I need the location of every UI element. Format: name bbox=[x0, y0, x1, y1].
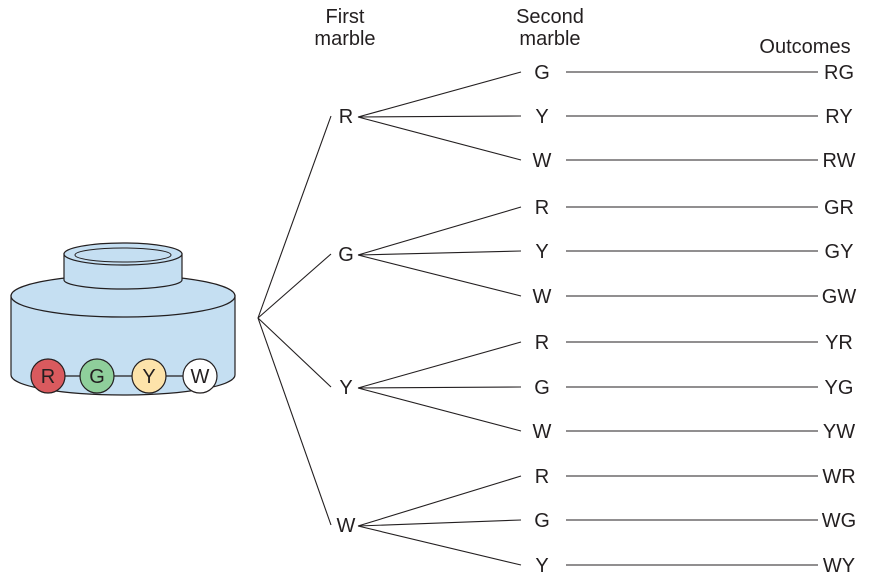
second-marble-header-line1: Second bbox=[516, 6, 584, 28]
outcome-label: GY bbox=[825, 241, 854, 263]
second-marble-header: Second marble bbox=[500, 6, 600, 50]
tree-branches bbox=[257, 71, 818, 566]
marble-label: Y bbox=[142, 366, 155, 388]
outcome-label: RG bbox=[824, 62, 854, 84]
first-marble-label: Y bbox=[339, 377, 352, 399]
branch-g-y bbox=[357, 250, 522, 256]
outcome-label: YW bbox=[823, 421, 855, 443]
marble-r bbox=[30, 358, 66, 394]
branch-w-r bbox=[357, 475, 522, 527]
branch-root-y bbox=[257, 317, 332, 388]
outcome-label: WG bbox=[822, 510, 856, 532]
outcome-label: YR bbox=[825, 332, 853, 354]
marble-w bbox=[182, 358, 218, 394]
first-marble-label: G bbox=[338, 244, 354, 266]
second-marble-label: G bbox=[534, 510, 550, 532]
second-marble-label: R bbox=[535, 466, 549, 488]
second-marble-label: W bbox=[533, 286, 552, 308]
branch-r-g bbox=[357, 71, 522, 118]
outcome-label: GR bbox=[824, 197, 854, 219]
second-marble-header-line2: marble bbox=[519, 28, 581, 50]
branch-g-r bbox=[357, 206, 522, 256]
second-marble-label: W bbox=[533, 150, 552, 172]
outcome-label: WR bbox=[822, 466, 855, 488]
first-marble-label: R bbox=[339, 106, 353, 128]
branch-r-y bbox=[357, 115, 522, 118]
first-marble-header-line1: First bbox=[325, 6, 365, 28]
outcomes-header: Outcomes bbox=[759, 36, 851, 58]
branch-g-w bbox=[357, 254, 522, 297]
outcome-label: RW bbox=[823, 150, 856, 172]
first-marble-header-line2: marble bbox=[314, 28, 376, 50]
second-marble-label: W bbox=[533, 421, 552, 443]
marble-label: W bbox=[191, 366, 210, 388]
second-marble-label: Y bbox=[535, 241, 548, 263]
jar-mouth-inner bbox=[74, 247, 172, 263]
jar-mouth-outer bbox=[63, 242, 183, 266]
second-marble-label: G bbox=[534, 377, 550, 399]
branch-r-w bbox=[357, 116, 522, 161]
branch-y-w bbox=[357, 387, 522, 432]
branch-y-r bbox=[357, 341, 522, 389]
outcome-label: WY bbox=[823, 555, 855, 577]
first-marble-label: W bbox=[337, 515, 356, 537]
second-marble-label: Y bbox=[535, 106, 548, 128]
jar-body bbox=[10, 295, 236, 396]
marble-y bbox=[131, 358, 167, 394]
marble-label: G bbox=[89, 366, 105, 388]
branch-w-y bbox=[357, 525, 522, 566]
marble-g bbox=[79, 358, 115, 394]
branch-root-w bbox=[257, 317, 332, 526]
branch-w-g bbox=[357, 519, 522, 527]
branch-root-r bbox=[257, 115, 332, 319]
branch-root-g bbox=[257, 253, 332, 319]
first-marble-header: First marble bbox=[300, 6, 390, 50]
outcome-label: GW bbox=[822, 286, 857, 308]
branch-y-g bbox=[357, 386, 522, 389]
outcome-label: YG bbox=[825, 377, 854, 399]
second-marble-label: R bbox=[535, 332, 549, 354]
marble-label: R bbox=[41, 366, 55, 388]
second-marble-label: R bbox=[535, 197, 549, 219]
second-marble-label: G bbox=[534, 62, 550, 84]
outcome-label: RY bbox=[825, 106, 852, 128]
second-marble-label: Y bbox=[535, 555, 548, 577]
